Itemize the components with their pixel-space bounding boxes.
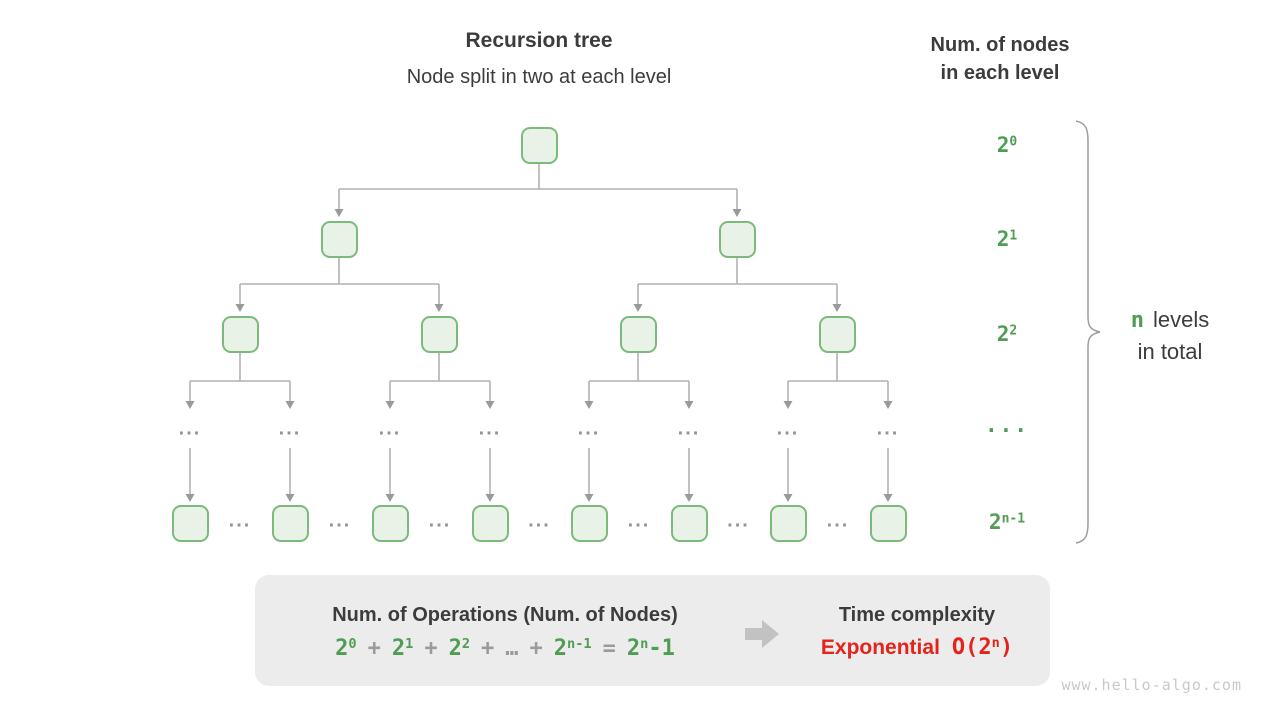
- watermark: www.hello-algo.com: [1061, 676, 1242, 694]
- big-o-value: O(2n): [951, 635, 1014, 660]
- big-o-notation: O(2n): [952, 635, 1013, 660]
- level-2-count-label: 22: [997, 322, 1018, 346]
- level-2-count-value: 22: [996, 322, 1018, 346]
- tree-node-l4-5: [670, 504, 708, 542]
- tree-ellipsis-node: ...: [178, 417, 202, 440]
- tree-node-l2-1: [420, 315, 458, 353]
- right-header-line2: in each level: [940, 62, 1060, 84]
- bottom-row-ellipsis: ...: [528, 509, 551, 532]
- right-arrow-icon: [745, 620, 779, 648]
- right-column-header: Num. of nodes in each level: [931, 31, 1070, 87]
- formula-token-1: +: [367, 636, 381, 661]
- level-3-count-label: ...: [985, 413, 1029, 437]
- bottom-row-ellipsis: ...: [228, 509, 252, 532]
- bottom-row-ellipsis: ...: [627, 509, 651, 532]
- tree-node-l4-2: [371, 504, 409, 542]
- time-complexity-title: Time complexity: [838, 604, 996, 626]
- formula-token-9: =: [602, 636, 616, 661]
- diagram-subtitle: Node split in two at each level: [406, 66, 672, 88]
- bottom-row-ellipsis: ...: [826, 509, 850, 532]
- level-4-count-value: 2n-1: [988, 510, 1026, 534]
- level-1-count-label: 21: [997, 227, 1018, 251]
- tree-ellipsis-node: ...: [677, 417, 701, 440]
- tree-node-l4-6: [769, 504, 807, 542]
- tree-node-l2-0: [221, 315, 259, 353]
- bottom-row-ellipsis: ...: [727, 509, 750, 532]
- bottom-row-ellipsis: ...: [328, 509, 352, 532]
- tree-ellipsis-node: ...: [478, 417, 502, 440]
- right-header-line1: Num. of nodes: [930, 34, 1070, 56]
- tree-ellipsis-node: ...: [776, 417, 800, 440]
- formula-token-10: 2n-1: [626, 636, 675, 661]
- formula-token-4: 22: [448, 636, 471, 661]
- connector-lines: [189, 163, 889, 495]
- tree-ellipsis-node: ...: [378, 417, 402, 440]
- levels-brace: [1075, 120, 1101, 544]
- level-0-count-value: 20: [996, 133, 1018, 157]
- tree-node-l1-1: [718, 220, 756, 258]
- level-1-count-value: 21: [996, 227, 1018, 251]
- summary-box: Num. of Operations (Num. of Nodes) 20 +21…: [255, 575, 1050, 686]
- level-4-count-label: 2n-1: [989, 510, 1025, 534]
- formula-token-3: +: [424, 636, 438, 661]
- tree-node-l4-0: [171, 504, 209, 542]
- complexity-name: Exponential: [820, 636, 940, 659]
- tree-node-l4-3: [471, 504, 509, 542]
- bottom-row-ellipsis: ...: [428, 509, 452, 532]
- tree-ellipsis-node: ...: [278, 417, 302, 440]
- formula-token-6: …: [505, 636, 519, 661]
- operations-title: Num. of Operations (Num. of Nodes): [332, 604, 678, 626]
- levels-word: levels: [1153, 307, 1210, 332]
- level-0-count-label: 20: [997, 133, 1018, 157]
- complexity-result: Exponential O(2n): [821, 635, 1013, 660]
- tree-node-l0-0: [520, 126, 558, 164]
- formula-token-5: +: [481, 636, 495, 661]
- tree-ellipsis-node: ...: [577, 417, 601, 440]
- tree-node-l4-1: [271, 504, 309, 542]
- formula-token-7: +: [529, 636, 543, 661]
- formula-token-0: 20: [335, 636, 357, 661]
- tree-node-l2-3: [818, 315, 856, 353]
- total-levels-line2: in total: [1137, 339, 1203, 364]
- tree-node-l1-0: [320, 220, 358, 258]
- tree-node-l4-7: [869, 504, 907, 542]
- n-symbol: n: [1130, 308, 1144, 333]
- operations-formula: 20 +21 +22 + … +2n-1 = 2n-1: [335, 636, 675, 661]
- tree-node-l4-4: [570, 504, 608, 542]
- tree-ellipsis-node: ...: [876, 417, 900, 440]
- formula-token-8: 2n-1: [553, 636, 592, 661]
- connector-arrowhead-icons: [185, 209, 893, 502]
- formula-token-2: 21: [391, 636, 414, 661]
- level-3-count-value: ...: [985, 412, 1029, 437]
- tree-node-l2-2: [619, 315, 657, 353]
- diagram-title: Recursion tree: [465, 29, 613, 52]
